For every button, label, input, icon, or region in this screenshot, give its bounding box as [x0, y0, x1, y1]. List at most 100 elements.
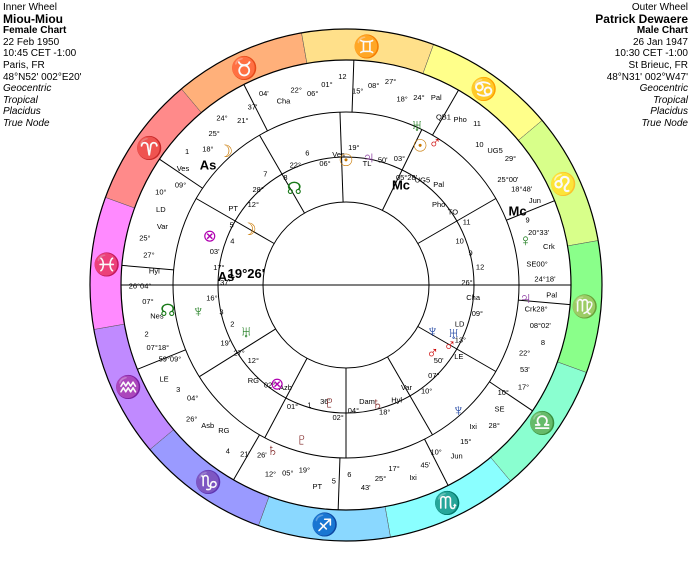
label-i-12: 12 — [476, 262, 484, 271]
inner-house-line — [381, 129, 423, 211]
label-o-pt: PT — [313, 482, 323, 491]
label-o-ug5: UG5 — [487, 146, 502, 155]
label-o-29: 29° — [505, 154, 516, 163]
outer-house-line — [137, 349, 186, 370]
cancer-icon: ♋ — [470, 76, 497, 101]
zodiac-band — [89, 28, 603, 542]
label-i-pho: Pho — [432, 200, 445, 209]
outer-uranus-icon: ♅ — [447, 324, 460, 343]
label-o-10d: 10° — [155, 188, 166, 197]
outer-time: 10:30 CET -1:00 — [614, 48, 688, 60]
label-o-cha: Cha — [277, 96, 292, 105]
label-i-tl: TL — [363, 159, 372, 168]
uranus-icon: ♅ — [411, 116, 424, 135]
label-o-25c: 25° — [139, 233, 150, 242]
label-o-07b: 07° — [142, 297, 153, 306]
inner-name: Miou-Miou — [3, 11, 63, 26]
outer-neptune-icon: ♆ — [452, 401, 465, 420]
label-i-10b: 10° — [421, 386, 432, 395]
label-o-08b: 08°02' — [530, 321, 552, 330]
label-i-10: 10 — [456, 237, 464, 246]
outer-system-1: Geocentric — [639, 83, 688, 95]
label-o-hyl: Hyl — [149, 266, 160, 275]
label-o-crk: Crk — [543, 242, 555, 251]
outer-chart-type: Male Chart — [636, 25, 688, 37]
outer-coords: 48°N31' 002°W47' — [606, 71, 688, 83]
outer-house-line — [121, 264, 174, 271]
pisces-icon: ♓ — [93, 252, 120, 277]
label-o-24b: 24°18' — [534, 275, 556, 284]
label-i-16: 16° — [206, 294, 217, 303]
inner-place: Paris, FR — [3, 59, 45, 71]
label-i-50b: 50' — [434, 356, 444, 365]
part-of-fortune-icon: ⊗ — [203, 226, 217, 245]
label-o-17b: 17° — [388, 464, 399, 473]
label-i-19b: 19' — [220, 339, 230, 348]
label-o-5: 5 — [332, 477, 336, 486]
label-o-19: 19° — [299, 465, 310, 474]
label-o-2: 2 — [144, 330, 148, 339]
label-i-4: 4 — [230, 237, 234, 246]
label-o-12: 12° — [265, 470, 276, 479]
outer-header: Outer Wheel — [631, 2, 688, 13]
label-o-45: 45' — [420, 460, 430, 469]
label-i-to: TO — [448, 208, 458, 217]
label-i-azb: Azb — [279, 383, 292, 392]
label-o-26c: 26°04° — [129, 282, 152, 291]
label-o-20: 20°33' — [528, 228, 550, 237]
label-i-var: Var — [401, 383, 413, 392]
label-i-ld: LD — [455, 319, 465, 328]
label-o-ixi: Ixi — [469, 422, 477, 431]
inner-system-3: Placidus — [3, 106, 41, 118]
scorpio-icon: ♏ — [434, 491, 461, 516]
label-i-1: 1 — [307, 401, 311, 410]
label-i-01: 01° — [287, 402, 298, 411]
label-i-27: 27° — [233, 348, 244, 357]
venus-icon: ♀ — [519, 231, 532, 250]
label-o-15b: 15° — [460, 437, 471, 446]
outer-house-line — [518, 299, 571, 306]
label-i-03: 03° — [394, 154, 405, 163]
label-i-37: 37' — [220, 278, 230, 287]
outer-asc-label: As — [200, 157, 217, 172]
gemini-icon: ♊ — [353, 34, 380, 59]
label-o-25: 25°00' — [497, 175, 519, 184]
label-o-9: 9 — [525, 215, 529, 224]
label-o-07: 07°18° — [146, 343, 169, 352]
inner-node-icon: ☊ — [287, 179, 302, 198]
outer-system-3: Placidus — [650, 106, 688, 118]
label-o-08: 08° — [368, 81, 379, 90]
mars-icon: ♂ — [429, 134, 442, 153]
outer-house-line — [159, 158, 203, 189]
libra-icon: ♎ — [529, 411, 556, 436]
label-o-var: Var — [157, 222, 169, 231]
label-i-06: 06° — [319, 159, 330, 168]
inner-chart-type: Female Chart — [3, 25, 67, 37]
label-o-pal2: Pal — [546, 291, 557, 300]
label-i-28: 28° — [252, 185, 263, 194]
label-i-22: 22° — [290, 160, 301, 169]
inner-uranus-icon: ♅ — [240, 322, 253, 341]
label-o-pal: Pal — [431, 93, 442, 102]
label-o-qb1: QB1 — [436, 113, 451, 122]
saturn-icon: ♄ — [266, 440, 279, 459]
label-i-ug5: UG5 — [415, 175, 430, 184]
label-i-pt: PT — [228, 204, 238, 213]
pluto-icon: ♇ — [296, 430, 309, 449]
label-o-se: SE00° — [526, 260, 547, 269]
inner-system-4: True Node — [3, 117, 50, 129]
label-i-6: 6 — [305, 149, 309, 158]
label-i-09: 09° — [472, 309, 483, 318]
label-o-18b: 18°48' — [511, 185, 533, 194]
label-i-12c: 12° — [248, 200, 259, 209]
outer-house-line — [337, 457, 341, 510]
label-o-04: 04° — [187, 394, 198, 403]
label-o-04b: 04' — [259, 89, 269, 98]
house-cusp-lines — [121, 60, 571, 510]
label-o-pho: Pho — [453, 115, 466, 124]
label-o-24: 24° — [413, 93, 424, 102]
label-o-59: 59°09° — [159, 355, 182, 364]
label-o-21b: 21° — [237, 116, 248, 125]
label-i-rg: RG — [248, 376, 259, 385]
label-i-ves: Ves — [332, 150, 345, 159]
